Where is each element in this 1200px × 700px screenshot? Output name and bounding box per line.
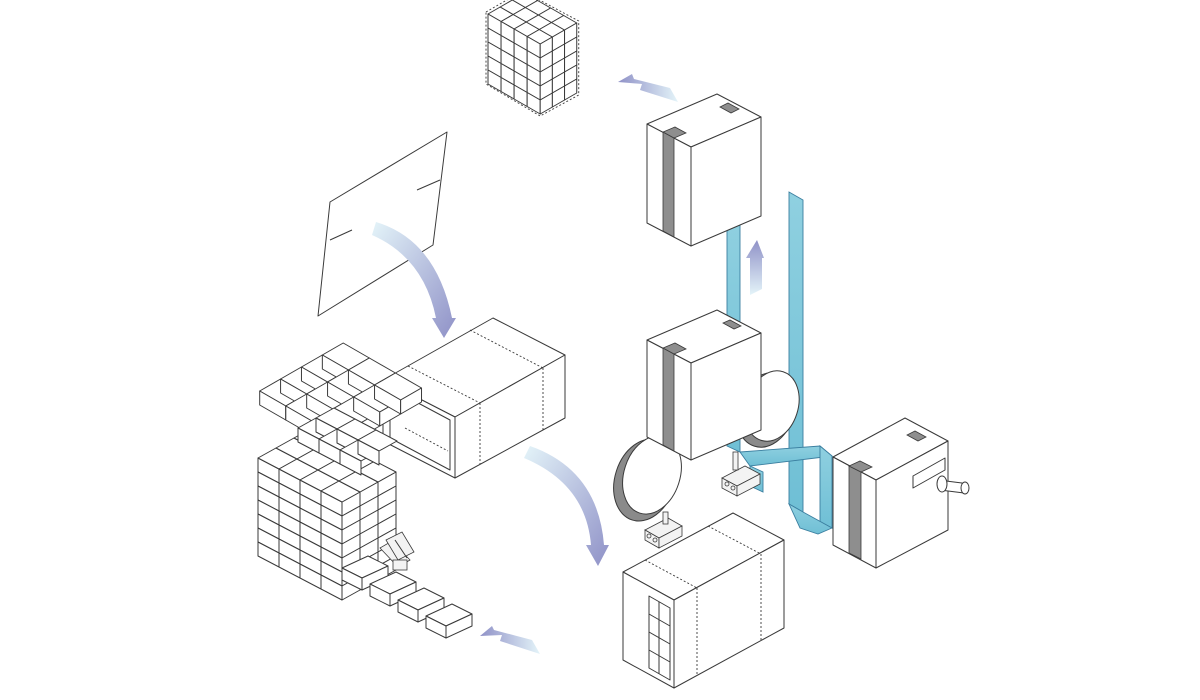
carton-handling-robot [644, 511, 683, 549]
loose-product-boxes [341, 555, 473, 639]
taping-station-carton [646, 309, 762, 461]
flow-arrow-to-stack [480, 626, 540, 654]
filled-carton [622, 512, 785, 689]
flow-arrow-up [746, 240, 764, 295]
tape-reel-lower [613, 435, 682, 522]
labeled-carton [832, 417, 949, 569]
sealed-carton [646, 93, 762, 247]
label-window [912, 457, 946, 489]
taping-robot [721, 451, 761, 497]
flow-arrow-to-pallet [618, 74, 678, 102]
folded-box-sleeve [382, 317, 566, 479]
carton-inner-products [648, 595, 671, 681]
pick-robot-arm [379, 531, 415, 571]
palletized-cartons [485, 0, 580, 117]
flow-arrow-sheet-to-sleeve [372, 222, 456, 338]
flow-arrow-sleeve-to-carton [524, 446, 609, 566]
pallet-carton-face [564, 78, 578, 101]
box-front [400, 387, 423, 415]
product-box-front [445, 613, 473, 639]
flat-cardboard-sheet [317, 131, 448, 317]
label-applicator [936, 475, 970, 495]
product-box [374, 372, 423, 415]
product-box-face [339, 449, 362, 476]
product-box-top [356, 460, 397, 483]
product-box-face [357, 439, 380, 466]
